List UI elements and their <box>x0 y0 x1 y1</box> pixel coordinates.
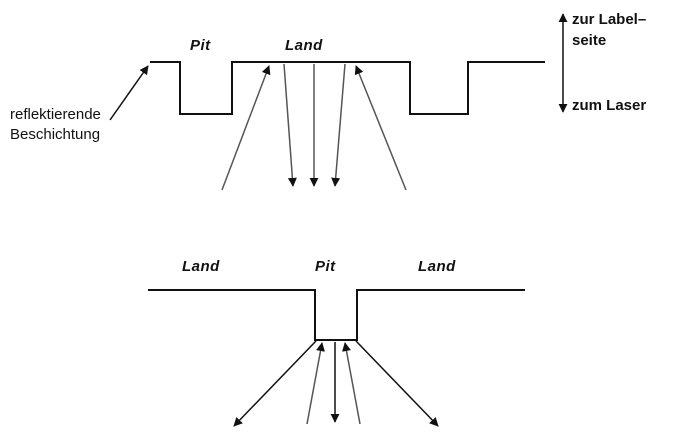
coating-label-line1: reflektierende <box>10 106 101 123</box>
top-pit-label: Pit <box>190 37 211 54</box>
coating-pointer-arrow <box>109 65 149 121</box>
top-land-label: Land <box>285 37 323 54</box>
label-side-text-line1: zur Label– <box>572 11 647 28</box>
scattered-ray-left <box>233 340 317 427</box>
bottom-pit-label: Pit <box>315 258 336 275</box>
laser-side-text: zum Laser <box>572 97 647 114</box>
bottom-land-right-label: Land <box>418 258 456 275</box>
bottom-surface-profile <box>148 289 525 341</box>
coating-label-line2: Beschichtung <box>10 126 101 143</box>
pit-incident-ray-right <box>342 342 361 425</box>
pit-incident-ray-left <box>306 342 325 425</box>
incident-ray-left <box>221 65 271 191</box>
incident-ray-right <box>354 65 407 191</box>
scattered-ray-right <box>355 340 439 427</box>
top-surface-profile <box>150 61 545 115</box>
reflected-ray-1 <box>283 63 297 187</box>
label-side-text-line2: seite <box>572 32 607 49</box>
reflected-ray-3 <box>331 63 346 187</box>
bottom-land-left-label: Land <box>182 258 220 275</box>
